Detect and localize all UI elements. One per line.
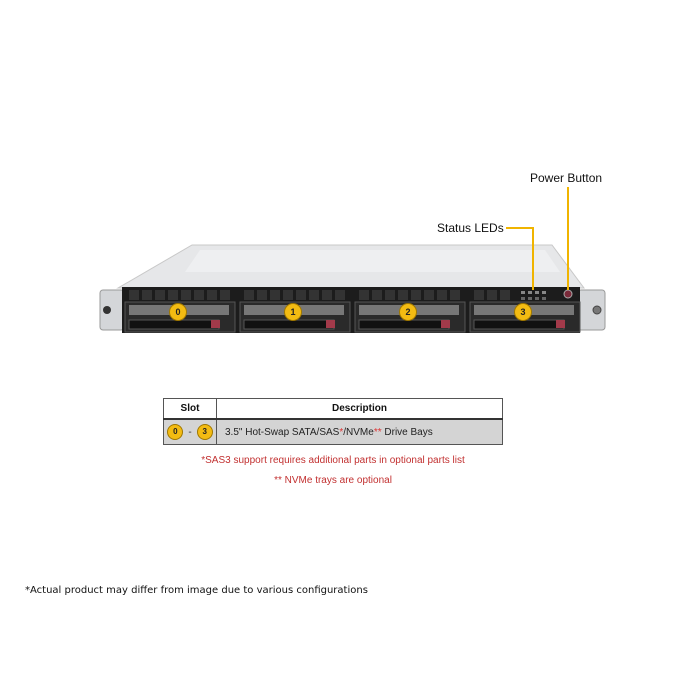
drive-release-latch (441, 320, 450, 328)
right-ear-screw-icon (592, 305, 602, 315)
vent-slot (194, 290, 204, 300)
vent-slot (398, 290, 408, 300)
vent-slot (437, 290, 447, 300)
slot-description-table: Slot Description 0-3 3.5" Hot-Swap SATA/… (163, 398, 503, 445)
sas-footnote-mark: * (339, 426, 344, 438)
bay-number-badge: 2 (399, 303, 417, 321)
description-header: Description (216, 398, 503, 420)
desc-text-bays: Drive Bays (381, 426, 433, 438)
slot-header: Slot (163, 398, 217, 420)
power-button (563, 289, 573, 299)
drive-release-latch (211, 320, 220, 328)
status-leds-callout-line (506, 227, 534, 290)
sas3-note: *SAS3 support requires additional parts … (201, 455, 465, 466)
desc-text: 3.5" Hot-Swap SATA/SAS (225, 426, 340, 438)
chassis-top-highlight (185, 250, 560, 272)
vent-slot (270, 290, 280, 300)
vent-slot (129, 290, 139, 300)
nvme-note: ** NVMe trays are optional (274, 475, 392, 486)
left-ear-screw-icon (103, 306, 111, 314)
slot-badge-from: 0 (167, 424, 184, 440)
status-leds (521, 291, 546, 300)
vent-slot (450, 290, 460, 300)
vent-slot (283, 290, 293, 300)
drive-release-latch (326, 320, 335, 328)
vent-slot (220, 290, 230, 300)
vent-slot (359, 290, 369, 300)
bay-number-badge: 0 (169, 303, 187, 321)
vent-slot (385, 290, 395, 300)
description-cell: 3.5" Hot-Swap SATA/SAS*/NVMe** Drive Bay… (216, 418, 503, 445)
vent-slot (168, 290, 178, 300)
bay-number-badge: 3 (514, 303, 532, 321)
vent-slot (181, 290, 191, 300)
vent-slot (296, 290, 306, 300)
vent-slot (142, 290, 152, 300)
vent-slot (500, 290, 510, 300)
bay-number-badge: 1 (284, 303, 302, 321)
power-button-callout-label: Power Button (530, 171, 603, 185)
disclaimer-footer: *Actual product may differ from image du… (25, 585, 368, 596)
drive-tray-handle (243, 319, 335, 330)
vent-slot (244, 290, 254, 300)
desc-text-nvme: /NVMe (343, 426, 374, 438)
vent-slot (487, 290, 497, 300)
vent-slot (335, 290, 345, 300)
slot-badge-to: 3 (196, 424, 213, 440)
slot-range-separator: - (188, 426, 192, 438)
vent-slot (155, 290, 165, 300)
status-leds-callout-label: Status LEDs (437, 221, 504, 235)
vent-slot (474, 290, 484, 300)
vent-slot (207, 290, 217, 300)
vent-slot (372, 290, 382, 300)
vent-slot (424, 290, 434, 300)
slot-range-cell: 0-3 (163, 418, 217, 445)
vent-slot (322, 290, 332, 300)
drive-tray-handle (358, 319, 450, 330)
table-row: 0-3 3.5" Hot-Swap SATA/SAS*/NVMe** Drive… (163, 418, 503, 445)
nvme-footnote-mark: ** (373, 426, 382, 438)
drive-tray-handle (128, 319, 220, 330)
vent-slot (257, 290, 267, 300)
vent-slot (309, 290, 319, 300)
drive-tray-handle (473, 319, 565, 330)
vent-slot (411, 290, 421, 300)
drive-release-latch (556, 320, 565, 328)
